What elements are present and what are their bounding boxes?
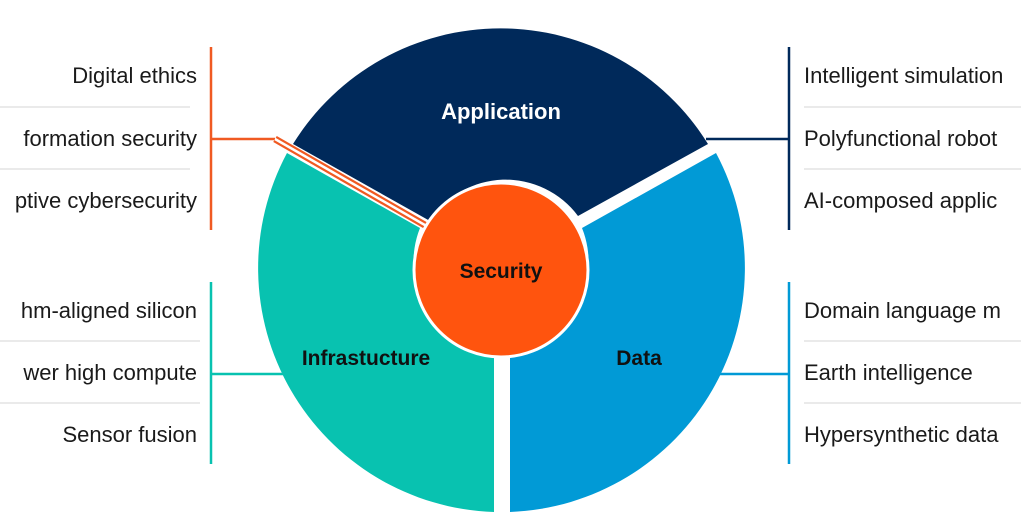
security-item-1: Digital ethics [72,63,197,88]
data-item-1: Domain language m [804,298,1001,323]
application-item-2: Polyfunctional robot [804,126,998,151]
application-label: Application [441,99,561,124]
connector-security-inner [274,137,431,230]
data-item-3: Hypersynthetic data [804,422,999,447]
security-circle [412,181,590,359]
security-item-2: formation security [23,126,197,151]
sector-application [293,28,708,222]
infrastructure-item-1: hm-aligned silicon [20,298,197,323]
application-item-1: Intelligent simulation [804,63,1004,88]
data-item-2: Earth intelligence [804,360,973,385]
bracket-application [706,47,791,230]
infrastructure-label: Infrastucture [302,347,430,370]
bracket-security [209,47,275,230]
infrastructure-item-3: Sensor fusion [62,422,197,447]
data-label: Data [616,347,662,370]
sector-infrastructure [258,153,494,512]
security-label: Security [460,260,543,283]
bracket-data [720,282,791,464]
security-item-3: ptive cybersecurity [14,188,197,213]
separator-lines [0,106,1021,404]
infrastructure-item-2: wer high compute [23,360,197,385]
application-item-3: AI-composed applic [804,188,998,213]
sector-data [510,153,745,512]
